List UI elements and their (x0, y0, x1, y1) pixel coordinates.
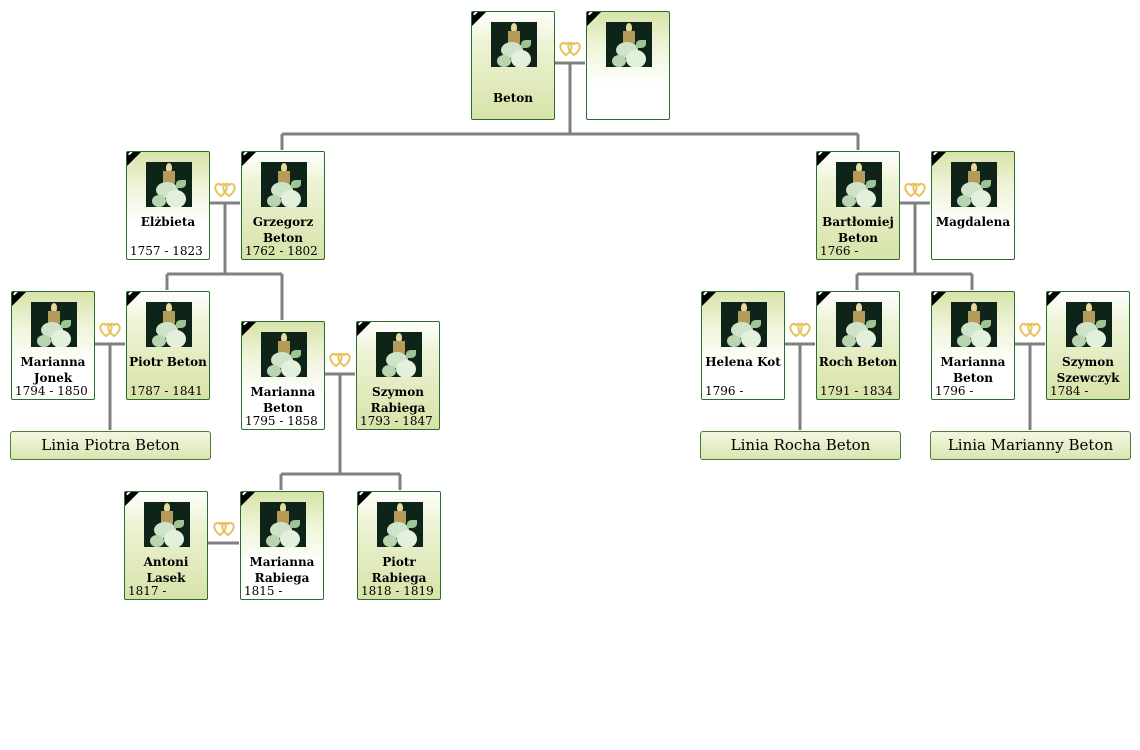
marriage-hearts-icon (213, 521, 235, 537)
person-name: Piotr Rabiega (371, 555, 427, 585)
person-dates: 1784 - (1050, 384, 1089, 398)
lineage-link-rocha-beton[interactable]: Linia Rocha Beton (700, 431, 901, 460)
person-dates: 1817 - (128, 584, 167, 598)
photo-candle-roses-icon (951, 302, 997, 347)
person-name: Marianna Jonek (20, 355, 86, 385)
mourning-ribbon-icon (242, 152, 257, 167)
marriage-hearts-icon (99, 322, 121, 338)
person-dates: 1815 - (244, 584, 283, 598)
person-card-grzegorz-beton[interactable]: Grzegorz Beton 1762 - 1802 (241, 151, 325, 260)
person-dates: 1818 - 1819 (361, 584, 434, 598)
person-card-elzbieta[interactable]: Elżbieta 1757 - 1823 (126, 151, 210, 260)
photo-candle-roses-icon (606, 22, 652, 67)
person-card-bartlomiej-beton[interactable]: Bartłomiej Beton 1766 - (816, 151, 900, 260)
person-dates: 1766 - (820, 244, 859, 258)
person-name: Roch Beton (818, 355, 898, 369)
person-name: Bartłomiej Beton (822, 215, 894, 245)
person-card-marianna-jonek[interactable]: Marianna Jonek 1794 - 1850 (11, 291, 95, 400)
person-dates: 1794 - 1850 (15, 384, 88, 398)
photo-candle-roses-icon (951, 162, 997, 207)
person-name: Piotr Beton (129, 355, 207, 369)
person-name: Helena Kot (705, 355, 781, 369)
mourning-ribbon-icon (241, 492, 256, 507)
person-card-helena-kot[interactable]: Helena Kot 1796 - (701, 291, 785, 400)
person-dates: 1793 - 1847 (360, 414, 433, 428)
person-name: Marianna Beton (250, 385, 316, 415)
mourning-ribbon-icon (127, 152, 142, 167)
photo-candle-roses-icon (376, 332, 422, 377)
photo-candle-roses-icon (721, 302, 767, 347)
person-name: Beton (492, 91, 534, 105)
marriage-hearts-icon (904, 182, 926, 198)
photo-candle-roses-icon (836, 302, 882, 347)
mourning-ribbon-icon (817, 292, 832, 307)
person-card-magdalena[interactable]: Magdalena (931, 151, 1015, 260)
person-card-beton[interactable]: Beton (471, 11, 555, 120)
person-dates: 1796 - (935, 384, 974, 398)
photo-candle-roses-icon (261, 332, 307, 377)
photo-candle-roses-icon (260, 502, 306, 547)
person-name: Grzegorz Beton (252, 215, 314, 245)
person-name: Elżbieta (140, 215, 196, 229)
person-name: Szymon Szewczyk (1056, 355, 1120, 385)
person-dates: 1791 - 1834 (820, 384, 893, 398)
person-dates: 1787 - 1841 (130, 384, 203, 398)
photo-candle-roses-icon (836, 162, 882, 207)
mourning-ribbon-icon (587, 12, 602, 27)
person-card-antoni-lasek[interactable]: Antoni Lasek 1817 - (124, 491, 208, 600)
person-name: Marianna Beton (940, 355, 1006, 385)
person-name: Antoni Lasek (143, 555, 189, 585)
photo-candle-roses-icon (377, 502, 423, 547)
person-card-piotr-rabiega[interactable]: Piotr Rabiega 1818 - 1819 (357, 491, 441, 600)
marriage-hearts-icon (214, 182, 236, 198)
person-card-beton-wife[interactable] (586, 11, 670, 120)
mourning-ribbon-icon (358, 492, 373, 507)
photo-candle-roses-icon (1066, 302, 1112, 347)
mourning-ribbon-icon (472, 12, 487, 27)
person-card-piotr-beton[interactable]: Piotr Beton 1787 - 1841 (126, 291, 210, 400)
mourning-ribbon-icon (127, 292, 142, 307)
lineage-link-piotra-beton[interactable]: Linia Piotra Beton (10, 431, 211, 460)
person-dates: 1796 - (705, 384, 744, 398)
person-name: Marianna Rabiega (249, 555, 315, 585)
person-card-marianna-rabiega[interactable]: Marianna Rabiega 1815 - (240, 491, 324, 600)
photo-candle-roses-icon (261, 162, 307, 207)
mourning-ribbon-icon (932, 152, 947, 167)
person-card-szymon-rabiega[interactable]: Szymon Rabiega 1793 - 1847 (356, 321, 440, 430)
person-name: Magdalena (935, 215, 1011, 229)
person-dates: 1795 - 1858 (245, 414, 318, 428)
person-name: Szymon Rabiega (370, 385, 426, 415)
mourning-ribbon-icon (702, 292, 717, 307)
marriage-hearts-icon (1019, 322, 1041, 338)
photo-candle-roses-icon (146, 302, 192, 347)
person-card-marianna-beton-1796[interactable]: Marianna Beton 1796 - (931, 291, 1015, 400)
marriage-hearts-icon (789, 322, 811, 338)
mourning-ribbon-icon (1047, 292, 1062, 307)
mourning-ribbon-icon (242, 322, 257, 337)
mourning-ribbon-icon (817, 152, 832, 167)
person-card-szymon-szewczyk[interactable]: Szymon Szewczyk 1784 - (1046, 291, 1130, 400)
person-card-roch-beton[interactable]: Roch Beton 1791 - 1834 (816, 291, 900, 400)
person-dates: 1757 - 1823 (130, 244, 203, 258)
lineage-link-marianny-beton[interactable]: Linia Marianny Beton (930, 431, 1131, 460)
marriage-hearts-icon (559, 41, 581, 57)
mourning-ribbon-icon (932, 292, 947, 307)
mourning-ribbon-icon (357, 322, 372, 337)
photo-candle-roses-icon (146, 162, 192, 207)
photo-candle-roses-icon (31, 302, 77, 347)
photo-candle-roses-icon (144, 502, 190, 547)
mourning-ribbon-icon (125, 492, 140, 507)
marriage-hearts-icon (329, 352, 351, 368)
person-card-marianna-beton-1795[interactable]: Marianna Beton 1795 - 1858 (241, 321, 325, 430)
photo-candle-roses-icon (491, 22, 537, 67)
person-dates: 1762 - 1802 (245, 244, 318, 258)
mourning-ribbon-icon (12, 292, 27, 307)
